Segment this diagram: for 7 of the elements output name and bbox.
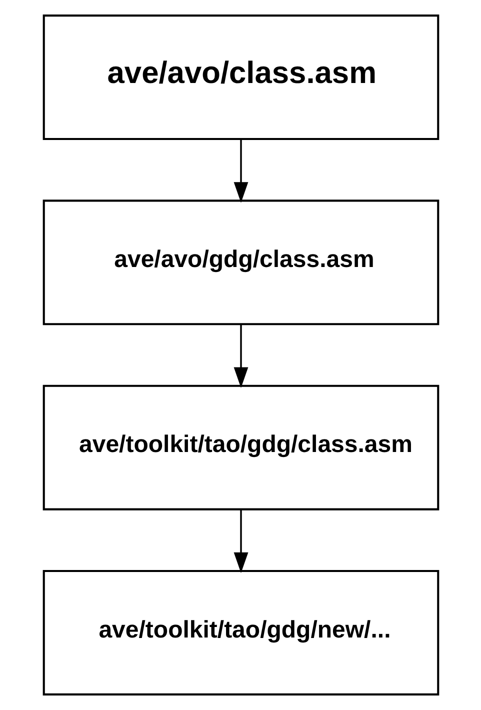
arrow [233,324,248,388]
node-box: ave/toolkit/tao/gdg/class.asm [42,384,439,510]
arrow [233,139,248,203]
node-box: ave/avo/class.asm [42,14,439,140]
node-box: ave/avo/gdg/class.asm [42,200,439,326]
arrow [233,509,248,574]
node-box: ave/toolkit/tao/gdg/new/... [42,570,439,696]
